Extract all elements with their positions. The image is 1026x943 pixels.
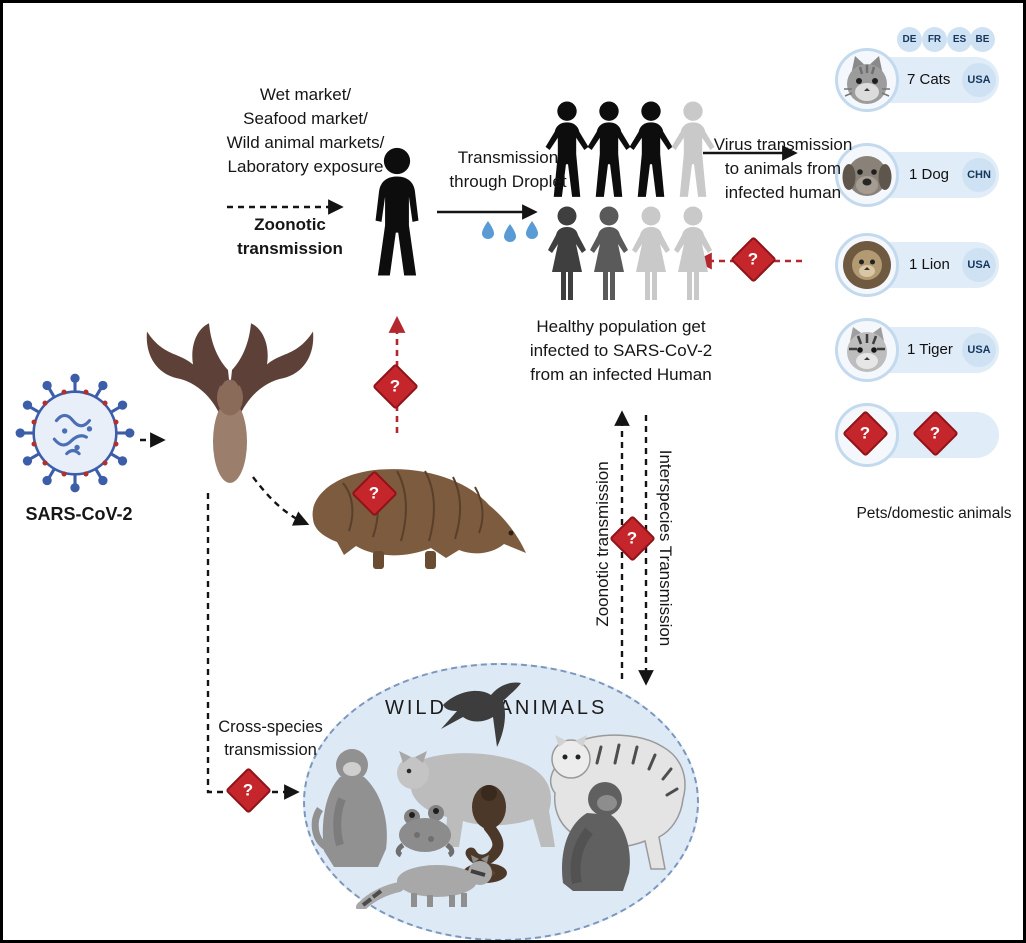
swallow-bird-icon xyxy=(441,682,521,747)
dog-face-icon xyxy=(842,156,892,196)
chimpanzee-icon xyxy=(562,782,630,891)
connectors-layer xyxy=(140,145,802,800)
arrow-bat-to-pangolin xyxy=(252,476,310,526)
dog-count: 1 Dog xyxy=(909,166,950,183)
virus-label: SARS-CoV-2 xyxy=(25,504,133,524)
healthy-population-label: Healthy population get infected to SARS-… xyxy=(529,317,713,385)
raccoon-icon xyxy=(356,855,492,909)
group-woman-4-icon xyxy=(670,206,716,304)
cat-count: 7 Cats xyxy=(907,71,951,88)
zoonotic-vertical-label: Zoonotic transmission xyxy=(593,461,612,627)
cat-circle xyxy=(835,48,899,112)
cat-face-icon xyxy=(844,56,890,104)
monkey-icon xyxy=(311,749,387,867)
dog-country: CHN xyxy=(962,158,996,192)
lion-count: 1 Lion xyxy=(909,256,950,273)
question-mark: ? xyxy=(243,780,254,800)
lion-face-icon xyxy=(843,241,891,289)
droplet-transmission-label: Transmission through Droplet xyxy=(449,148,567,192)
sars-cov-2-virus-icon xyxy=(15,373,135,493)
group-woman-2-icon xyxy=(586,206,632,304)
frog-icon xyxy=(395,805,455,857)
market-sources-label: Wet market/ Seafood market/ Wild animal … xyxy=(226,85,385,177)
group-man-2-icon xyxy=(586,101,632,201)
tiger-face-icon xyxy=(847,327,887,372)
question-mark: ? xyxy=(860,423,871,443)
country-chip-de: DE xyxy=(897,27,922,52)
dog-circle xyxy=(835,143,899,207)
pets-caption: Pets/domestic animals xyxy=(856,505,1012,522)
droplet-icons xyxy=(482,221,538,242)
cat-country: USA xyxy=(962,63,996,97)
pangolin-icon xyxy=(312,469,526,569)
interspecies-vertical-label: Interspecies Transmission xyxy=(656,449,675,647)
group-man-3-icon xyxy=(628,101,674,201)
group-woman-1-icon xyxy=(544,206,590,304)
question-mark: ? xyxy=(748,249,759,269)
country-chip-es: ES xyxy=(947,27,972,52)
question-mark: ? xyxy=(627,528,638,548)
tiger-count: 1 Tiger xyxy=(907,341,953,358)
question-mark: ? xyxy=(369,483,380,503)
wild-word: WILD xyxy=(385,697,447,719)
tiger-circle xyxy=(835,318,899,382)
tiger-country: USA xyxy=(962,333,996,367)
group-woman-3-icon xyxy=(628,206,674,304)
country-chip-fr: FR xyxy=(922,27,947,52)
cross-species-label: Cross-species transmission xyxy=(218,718,323,760)
virus-to-animals-label: Virus transmission to animals from infec… xyxy=(713,135,853,203)
country-chip-be: BE xyxy=(970,27,995,52)
question-mark: ? xyxy=(930,423,941,443)
question-mark: ? xyxy=(390,376,401,396)
bat-icon xyxy=(146,323,314,483)
lion-circle xyxy=(835,233,899,297)
animals-word: ANIMALS xyxy=(498,697,608,719)
zoonotic-transmission-label: Zoonotic transmission xyxy=(237,215,343,259)
lion-country: USA xyxy=(962,248,996,282)
